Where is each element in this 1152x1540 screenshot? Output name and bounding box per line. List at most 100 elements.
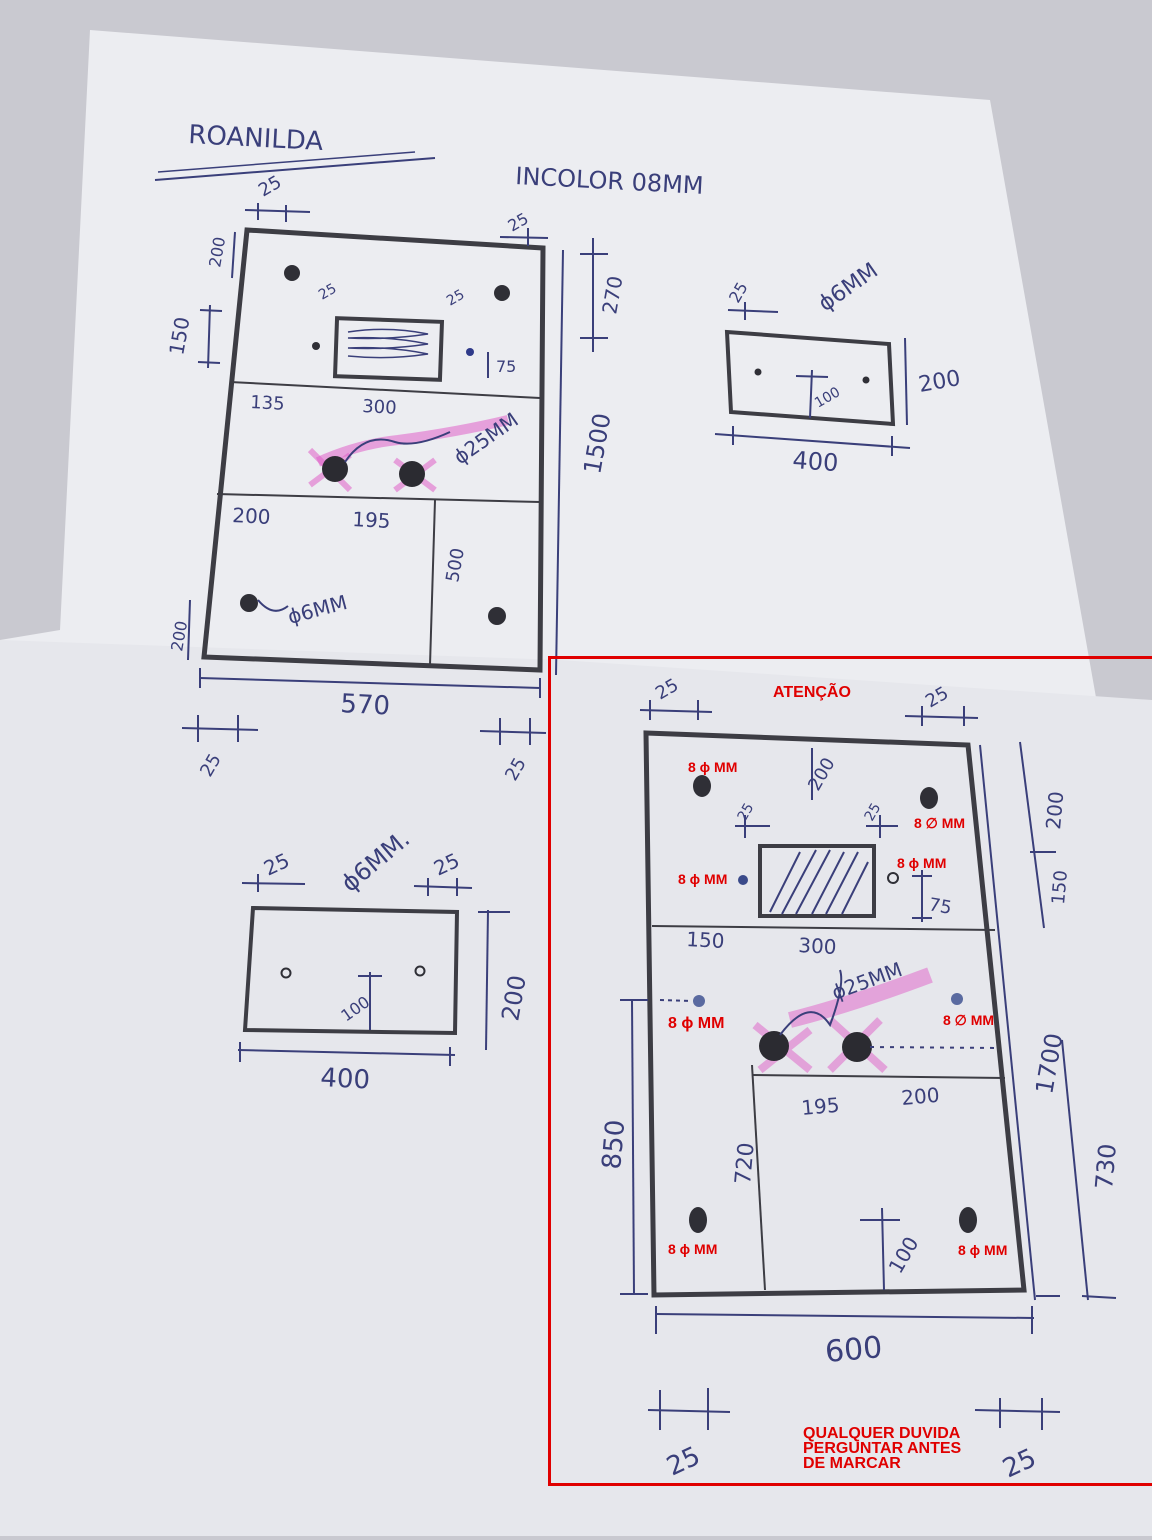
panel-a-large-hole — [322, 456, 348, 482]
dim-label: 195 — [800, 1093, 840, 1120]
panel-a-leader — [344, 431, 451, 463]
panel-a-hole — [466, 348, 474, 356]
panel-d-large-hole — [842, 1032, 872, 1062]
title-underline-2 — [157, 151, 416, 173]
dim-label: 200 — [232, 503, 271, 529]
panel-d-divider-1 — [651, 925, 996, 931]
dim-line — [974, 1409, 1061, 1413]
panel-a-outline — [201, 227, 546, 673]
dim-label: 730 — [1090, 1142, 1122, 1190]
dim-label: 400 — [792, 446, 840, 477]
panel-d-hole — [693, 775, 711, 797]
dim-line — [207, 304, 211, 369]
dim-label: 75 — [496, 357, 516, 376]
panel-a-hole — [240, 594, 258, 612]
dim-line — [244, 209, 311, 213]
dim-label: 25 — [735, 801, 758, 824]
hole-annotation: 8 ϕ MM — [897, 855, 947, 871]
dim-line — [881, 1207, 885, 1291]
dim-line — [639, 709, 713, 713]
panel-a-hole — [494, 285, 510, 301]
dim-label: 300 — [798, 933, 837, 959]
dim-label: 195 — [352, 507, 391, 533]
warning-note-line: QUALQUER DUVIDA — [803, 1425, 961, 1442]
dim-label: 850 — [597, 1119, 631, 1171]
panel-d-highlight — [788, 967, 933, 1028]
dim-line — [187, 599, 191, 661]
panel-d: 25 25 200 25 25 75 200 150 1700 730 150 … — [597, 675, 1122, 1485]
hole-annotation: 8 ∅ MM — [943, 1012, 995, 1028]
title-underline — [154, 157, 436, 181]
dim-line — [727, 309, 779, 313]
dim-label: 400 — [320, 1063, 371, 1096]
panel-d-hole — [951, 993, 963, 1005]
dim-line — [631, 999, 635, 1296]
dim-label: 75 — [927, 894, 953, 919]
panel-d-slot-hatch — [769, 849, 869, 915]
dim-line — [1061, 1039, 1089, 1301]
panel-a-divider-3 — [429, 499, 436, 666]
panel-d-divider-2 — [751, 1074, 1006, 1079]
dim-line — [809, 369, 813, 419]
panel-d-hole — [887, 872, 899, 884]
dim-tick — [197, 361, 221, 364]
panel-a-divider-2 — [216, 493, 541, 503]
panel-c-outline — [242, 905, 460, 1036]
dim-label: 600 — [824, 1330, 884, 1370]
hole-annotation: 8 ϕ MM — [678, 871, 728, 887]
panel-b-hole — [754, 368, 762, 376]
dim-label: 150 — [686, 927, 725, 953]
dim-tick — [1081, 1295, 1117, 1299]
panel-b-hole — [862, 376, 870, 384]
sheet-title: ROANILDA — [188, 120, 324, 157]
attention-frame — [548, 656, 1152, 1486]
hole-annotation: 8 ϕ MM — [958, 1242, 1008, 1258]
hole-annotation: 8 ϕ MM — [668, 1015, 725, 1032]
dim-line — [241, 882, 306, 885]
dim-line — [485, 909, 489, 1051]
panel-a-hole — [284, 265, 300, 281]
panel-c-hole — [280, 967, 292, 979]
dim-label: 25 — [316, 281, 339, 304]
dim-line — [647, 1409, 731, 1413]
dim-label: 25 — [862, 801, 885, 824]
dim-line — [555, 249, 564, 676]
dim-line — [499, 236, 549, 239]
panel-d-leader — [779, 969, 843, 1036]
panel-d-slot — [758, 844, 876, 918]
dim-label: 720 — [731, 1142, 760, 1186]
panel-a-highlight — [315, 415, 510, 467]
panel-a-slot — [332, 316, 445, 382]
panel-d-hole — [689, 1207, 707, 1233]
panel-a-leader-small — [257, 599, 289, 612]
dim-label: 25 — [444, 287, 467, 310]
dim-line — [237, 1049, 456, 1056]
dim-line — [231, 231, 236, 279]
panel-a-hole — [312, 342, 320, 350]
dim-line — [904, 337, 908, 426]
panel-d-outline — [643, 730, 1027, 1298]
dim-line — [181, 727, 259, 731]
dim-tick — [199, 309, 223, 312]
dim-line — [199, 677, 541, 689]
dim-label: 300 — [362, 396, 397, 419]
dim-line — [655, 1313, 1035, 1319]
dim-line — [979, 744, 1036, 1301]
dim-line — [1019, 741, 1045, 929]
panel-a-divider-1 — [229, 381, 541, 399]
panel-d-divider-3 — [751, 1064, 766, 1291]
warning-note-line: PERGUNTAR ANTES — [803, 1440, 962, 1457]
hole-annotation: 8 ϕ MM — [668, 1241, 718, 1257]
attention-label: ATENÇÃO — [773, 684, 851, 701]
panel-d-large-hole — [759, 1031, 789, 1061]
panel-c-hole — [414, 965, 426, 977]
panel-d-hole — [693, 995, 705, 1007]
panel-d-hole — [738, 875, 748, 885]
panel-b-outline — [724, 329, 896, 427]
warning-note: QUALQUER DUVIDA PERGUNTAR ANTES DE MARCA… — [803, 1425, 962, 1472]
hole-annotation: 8 ∅ MM — [914, 815, 966, 831]
dim-line — [479, 730, 547, 734]
panel-d-hole — [920, 787, 938, 809]
